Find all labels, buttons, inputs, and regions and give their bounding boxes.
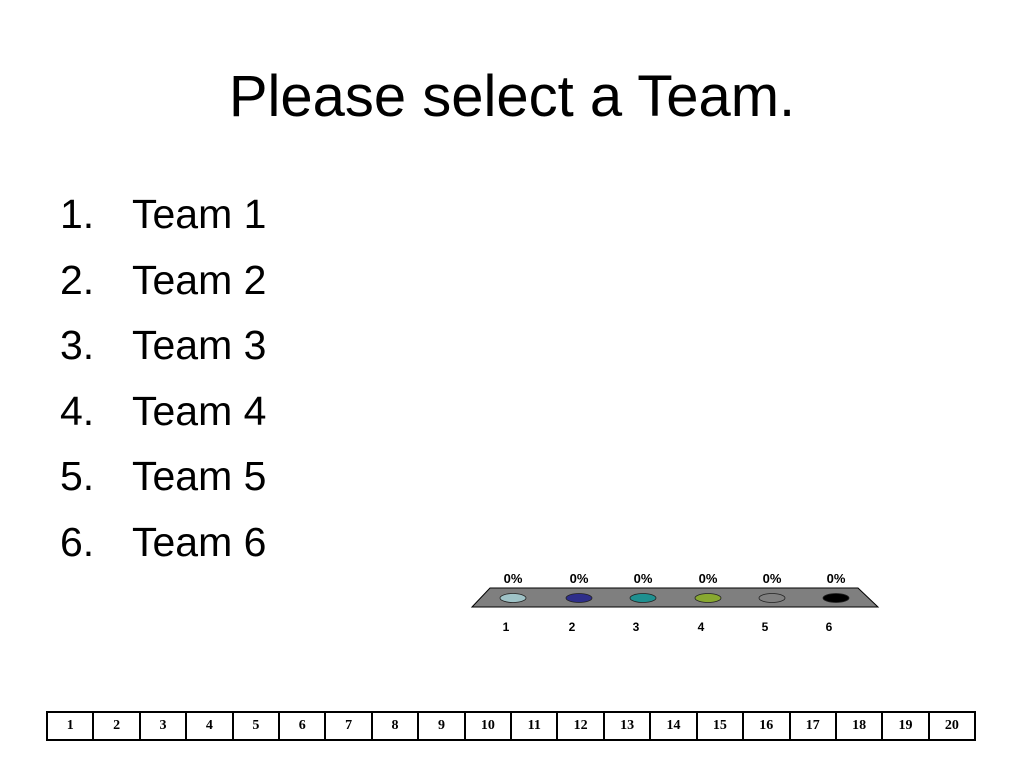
response-counter-cell[interactable]: 7 <box>326 713 373 739</box>
response-counter-cell[interactable]: 2 <box>94 713 141 739</box>
response-counter-cell[interactable]: 18 <box>837 713 884 739</box>
chart-value-label: 0% <box>827 571 846 586</box>
chart-bar-3-top <box>629 593 657 603</box>
chart-category-label: 4 <box>698 620 705 634</box>
chart-bar-5-top <box>758 593 786 603</box>
option-label: Team 6 <box>132 518 267 565</box>
chart-value-label: 0% <box>570 571 589 586</box>
response-counter-cell[interactable]: 15 <box>698 713 745 739</box>
response-counter-cell[interactable]: 10 <box>466 713 513 739</box>
chart-value-label: 0% <box>763 571 782 586</box>
response-counter-cell[interactable]: 14 <box>651 713 698 739</box>
chart-bar-1-top <box>499 593 527 603</box>
chart-value-label: 0% <box>634 571 653 586</box>
response-counter-cell[interactable]: 1 <box>48 713 95 739</box>
chart-category-label: 1 <box>503 620 510 634</box>
chart-category-label: 6 <box>826 620 833 634</box>
response-counter-cell[interactable]: 6 <box>280 713 327 739</box>
response-counter-cell[interactable]: 4 <box>187 713 234 739</box>
option-number: 2. <box>60 256 95 303</box>
response-counter-cell[interactable]: 20 <box>944 718 959 733</box>
chart-bar-6-top <box>822 593 850 603</box>
option-label: Team 4 <box>132 387 267 434</box>
response-chart: 0% 1 0% 2 0% 3 0% 4 0% 5 0% 6 <box>470 571 880 634</box>
chart-floor <box>470 587 880 608</box>
response-counter-cell[interactable]: 12 <box>558 713 605 739</box>
response-counter-cell[interactable]: 5 <box>234 713 281 739</box>
chart-bar-2-top <box>565 593 593 603</box>
option-number: 4. <box>60 387 95 434</box>
chart-bar-4-top <box>694 593 722 603</box>
chart-category-label: 5 <box>762 620 769 634</box>
chart-category-label: 2 <box>569 620 576 634</box>
option-label: Team 1 <box>132 191 267 237</box>
option-label: Team 2 <box>132 256 267 303</box>
response-counter-cell[interactable]: 11 <box>512 713 559 739</box>
response-counter-cell[interactable]: 16 <box>744 713 791 739</box>
option-number: 3. <box>60 322 95 369</box>
response-counter-cell[interactable]: 3 <box>141 713 188 739</box>
option-label: Team 3 <box>132 322 267 369</box>
response-counter-cell[interactable]: 19 <box>883 713 930 739</box>
option-number: 1. <box>60 191 95 237</box>
chart-category-label: 3 <box>633 620 640 634</box>
option-number: 6. <box>60 518 95 565</box>
chart-value-label: 0% <box>504 571 523 586</box>
option-number: 5. <box>60 453 95 500</box>
slide-title: Please select a Team. <box>228 64 796 129</box>
chart-value-label: 0% <box>699 571 718 586</box>
option-label: Team 5 <box>132 453 267 500</box>
response-counter-cell[interactable]: 13 <box>605 713 652 739</box>
response-counter-cell[interactable]: 17 <box>791 713 837 739</box>
response-counter-cell[interactable]: 8 <box>373 713 420 739</box>
response-counter-cell[interactable]: 9 <box>419 713 466 739</box>
